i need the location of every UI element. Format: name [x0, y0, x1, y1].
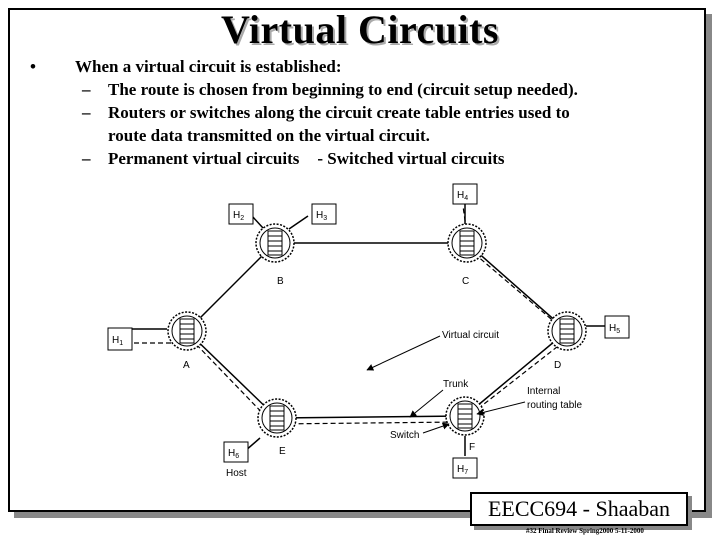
sub-bullet-continuation: route data transmitted on the virtual ci…: [30, 124, 710, 147]
router-label-e: E: [279, 446, 286, 457]
router-d: [547, 311, 587, 351]
host-h1: H1: [107, 327, 133, 351]
switched-vc-text: - Switched virtual circuits: [317, 149, 505, 168]
course-footer: EECC694 - Shaaban: [470, 492, 688, 526]
sub-bullet-text: route data transmitted on the virtual ci…: [108, 126, 430, 145]
bullet-marker: •: [30, 57, 36, 76]
router-label-a: A: [183, 360, 190, 371]
router-label-b: B: [277, 276, 284, 287]
sub-bullet-text: The route is chosen from beginning to en…: [108, 80, 578, 99]
permanent-vc-text: Permanent virtual circuits: [108, 149, 300, 168]
sub-bullet-route: – The route is chosen from beginning to …: [30, 78, 710, 101]
router-label-f: F: [469, 442, 475, 453]
router-c: [447, 223, 487, 263]
host-h5: H5: [604, 315, 630, 339]
host-h2: H2: [228, 203, 254, 225]
svg-text:H7: H7: [457, 464, 468, 476]
sub-bullet-text: Routers or switches along the circuit cr…: [108, 103, 570, 122]
bullet-text: When a virtual circuit is established:: [75, 57, 342, 76]
host-h3: H3: [311, 203, 337, 225]
router-a: [167, 311, 207, 351]
router-label-c: C: [462, 276, 469, 287]
trunk-lines: [186, 242, 568, 419]
pointer-switch: [422, 422, 450, 434]
label-switch: Switch: [390, 430, 419, 441]
svg-text:H6: H6: [228, 448, 239, 460]
svg-text:H4: H4: [457, 190, 468, 202]
svg-text:H5: H5: [609, 323, 620, 335]
host-h7: H7: [452, 457, 478, 479]
host-h4: H4: [452, 183, 478, 205]
pointer-routing-table: [476, 401, 526, 416]
svg-text:H1: H1: [112, 335, 123, 347]
host-h6: H6: [223, 441, 249, 463]
dash-marker: –: [82, 103, 91, 122]
sub-bullet-types: – Permanent virtual circuits - Switched v…: [30, 147, 710, 170]
slide-title: Virtual Circuits: [221, 7, 499, 52]
router-e: [257, 398, 297, 438]
label-host: Host: [226, 468, 247, 479]
dash-marker: –: [82, 80, 91, 99]
slide-frame: [8, 8, 706, 512]
footer-info: #32 Final Review Spring2000 5-11-2000: [526, 527, 644, 535]
dash-marker: –: [82, 149, 91, 168]
virtual-circuit-path: [110, 205, 572, 425]
router-label-d: D: [554, 360, 561, 371]
router-b: [255, 223, 295, 263]
label-internal: Internal: [527, 386, 560, 397]
network-diagram: B C A D E F H2 H3 H4 H1 H5 H6: [105, 176, 635, 486]
router-f: [445, 396, 485, 436]
svg-text:H3: H3: [316, 210, 327, 222]
label-virtual-circuit: Virtual circuit: [442, 330, 499, 341]
label-trunk: Trunk: [443, 379, 469, 390]
svg-text:H2: H2: [233, 210, 244, 222]
pointer-trunk: [409, 389, 444, 418]
bullet-list: • When a virtual circuit is established:…: [30, 55, 710, 170]
bullet-item: • When a virtual circuit is established:: [30, 55, 710, 78]
label-routing-table: routing table: [527, 400, 582, 411]
pointer-virtual-circuit: [366, 335, 441, 371]
sub-bullet-routers: – Routers or switches along the circuit …: [30, 101, 710, 124]
